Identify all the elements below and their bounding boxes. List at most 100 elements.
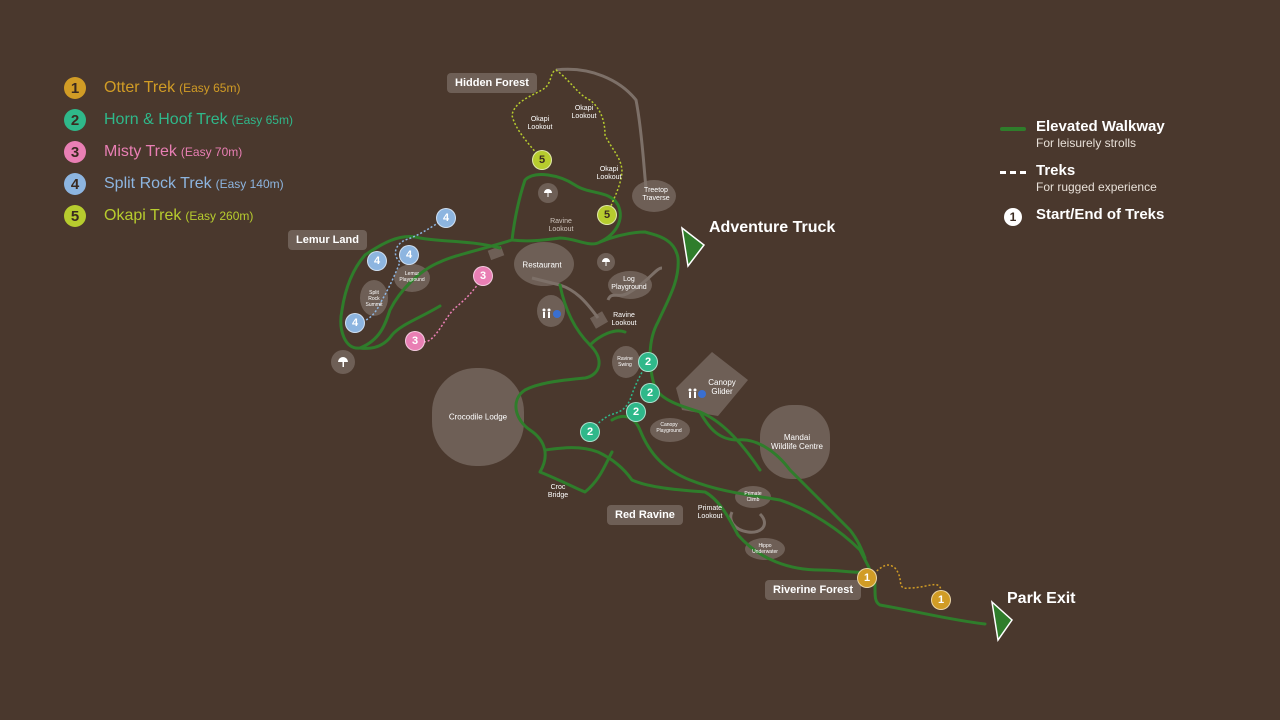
canopy-glider-area [676,352,748,416]
place-label-okapi-lookout: Okapi Lookout [527,116,553,131]
wheelchair-icon [698,390,706,398]
trek-legend-item-otter: 1 Otter Trek (Easy 65m) [64,72,293,104]
key-subtitle: For leisurely strolls [1036,136,1137,150]
key-item-treks: Treks For rugged experience [998,162,1165,194]
trek-marker-okapi[interactable]: 5 [532,150,552,170]
trek-marker-misty[interactable]: 3 [405,331,425,351]
start-end-symbol: 1 [998,206,1028,226]
place-label-primate-lookout: Primate Lookout [697,505,723,520]
map-key: Elevated Walkway For leisurely strolls T… [998,118,1165,236]
facility-icons [338,189,706,398]
region-label-lemur-land: Lemur Land [288,230,367,250]
region-label-riverine-forest: Riverine Forest [765,580,862,600]
flag-triangle-icon [680,226,706,268]
trek-name: Split Rock Trek [104,175,212,192]
trek-name: Horn & Hoof Trek [104,111,228,128]
trek-name: Misty Trek [104,143,177,160]
place-label-restaurant: Restaurant [522,260,562,270]
exit-flags [680,226,1013,642]
mandai-wildlife-centre-area [760,405,830,479]
trek-marker-misty[interactable]: 3 [473,266,493,286]
place-label-log-playground: Log Playground [611,276,647,291]
crocodile-lodge-area [432,368,524,466]
region-label-hidden-forest: Hidden Forest [447,73,537,93]
place-label-okapi-lookout: Okapi Lookout [596,166,622,181]
trek-number-badge: 2 [64,109,86,131]
trek-marker-horn-hoof[interactable]: 2 [580,422,600,442]
trek-marker-split-rock[interactable]: 4 [345,313,365,333]
place-label-hippo-underwater: Hippo Underwater [752,543,778,555]
place-label-canopy-glider: Canopy Glider [708,378,736,396]
trek-number-badge: 1 [64,77,86,99]
trek-marker-split-rock[interactable]: 4 [367,251,387,271]
place-label-ravine-swing: Ravine Swing [617,356,633,368]
trek-marker-okapi[interactable]: 5 [597,205,617,225]
walkway-line-symbol [998,118,1028,136]
area-shapes [331,180,830,560]
trek-dash-symbol [998,162,1028,180]
place-label-canopy-playground: Canopy Playground [656,422,682,434]
flag-triangle-icon [990,600,1013,642]
trek-marker-otter[interactable]: 1 [857,568,877,588]
platform-ravine-lookout [589,311,609,329]
trek-marker-horn-hoof[interactable]: 2 [640,383,660,403]
trek-name: Okapi Trek [104,207,182,224]
key-item-walkway: Elevated Walkway For leisurely strolls [998,118,1165,150]
trek-number-badge: 3 [64,141,86,163]
place-label-okapi-lookout: Okapi Lookout [571,105,597,120]
key-title: Start/End of Treks [1036,206,1165,223]
place-label-split-rock-summit: Split Rock Summit [365,290,383,308]
trek-legend-item-horn-hoof: 2 Horn & Hoof Trek (Easy 65m) [64,104,293,136]
restroom-icon [542,308,551,318]
trek-name: Otter Trek [104,79,176,96]
place-label-primate-climb: Primate Climb [744,491,762,503]
lemur-playground-area [394,264,430,292]
trek-detail: (Easy 140m) [215,177,284,191]
region-label-red-ravine: Red Ravine [607,505,683,525]
trek-legend-item-misty: 3 Misty Trek (Easy 70m) [64,136,293,168]
key-title: Treks [1036,162,1076,179]
umbrella-icon [544,189,552,197]
trek-legend-item-split-rock: 4 Split Rock Trek (Easy 140m) [64,168,293,200]
split-rock-area [360,280,388,316]
key-subtitle: For rugged experience [1036,180,1157,194]
ravine-swing-area [612,346,640,378]
canopy-playground-area [650,418,690,442]
key-item-start-end: 1 Start/End of Treks [998,206,1165,226]
place-label-ravine-lookout: Ravine Lookout [611,312,637,327]
exit-label-adventure-truck: Adventure Truck [709,219,836,236]
elevated-walkway [339,173,987,626]
trek-detail: (Easy 65m) [231,113,293,127]
facility-area-ravine [537,295,565,327]
trek-legend: 1 Otter Trek (Easy 65m) 2 Horn & Hoof Tr… [64,72,293,232]
wheelchair-icon [553,310,561,318]
place-label-ravine-lookout: Ravine Lookout [548,218,574,233]
trek-number-badge: 5 [64,205,86,227]
trek-detail: (Easy 65m) [179,81,241,95]
trek-marker-horn-hoof[interactable]: 2 [626,402,646,422]
log-playground-area [608,271,652,299]
trek-marker-split-rock[interactable]: 4 [399,245,419,265]
trek-marker-otter[interactable]: 1 [931,590,951,610]
place-label-mandai-wildlife-centre: Mandai Wildlife Centre [770,433,824,451]
umbrella-icon [338,357,348,367]
trek-paths [354,69,942,601]
key-title: Elevated Walkway [1036,118,1165,135]
place-label-crocodile-lodge: Crocodile Lodge [448,412,508,422]
treetop-traverse-area [632,180,676,212]
place-label-treetop-traverse: Treetop Traverse [642,187,670,202]
umbrella-icon [602,258,610,266]
restaurant-area [514,242,574,286]
trek-marker-split-rock[interactable]: 4 [436,208,456,228]
place-label-lemur-playground: Lemur Playground [399,271,425,283]
hippo-underwater-area [745,538,785,560]
place-label-croc-bridge: Croc Bridge [547,484,569,499]
trek-detail: (Easy 70m) [180,145,243,159]
trek-marker-horn-hoof[interactable]: 2 [638,352,658,372]
service-paths [531,67,766,534]
exit-label-park-exit: Park Exit [1007,590,1076,607]
trek-legend-item-okapi: 5 Okapi Trek (Easy 260m) [64,200,293,232]
trek-number-badge: 4 [64,173,86,195]
trek-detail: (Easy 260m) [185,209,254,223]
